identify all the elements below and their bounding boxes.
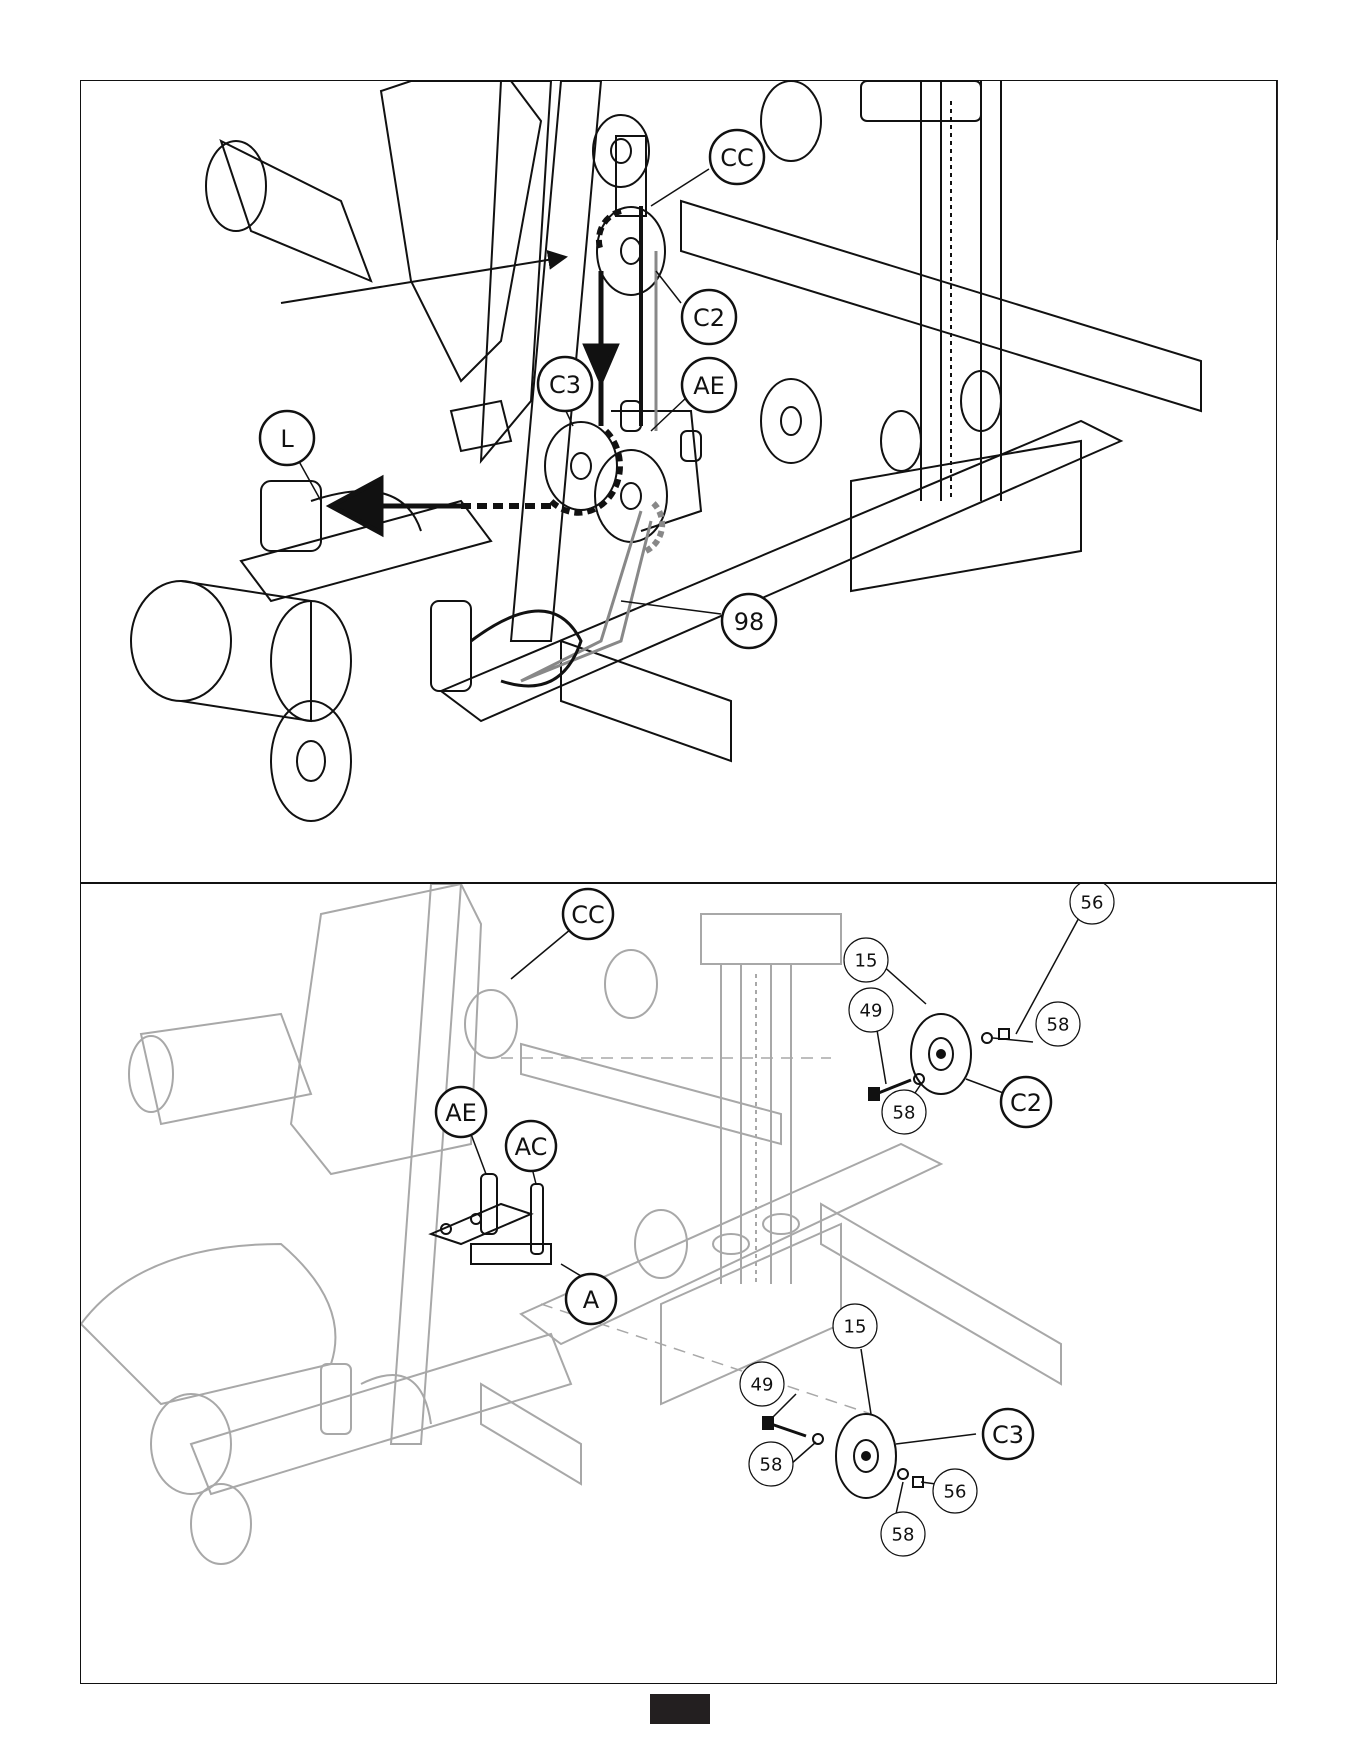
head-pad-outline: [221, 141, 371, 281]
pointer-arrow: [281, 257, 566, 303]
callout-49a-label: 49: [860, 1001, 883, 1022]
leg-roller-left: [131, 581, 231, 701]
ghost-top-pulley: [605, 950, 657, 1018]
ghost-lower-pulley: [191, 1484, 251, 1564]
washer-58b: [982, 1033, 992, 1043]
callout-ae-bottom-label: AE: [445, 1099, 477, 1127]
stack-base: [851, 441, 1081, 591]
upright-post: [481, 81, 551, 461]
base-beam: [441, 421, 1121, 721]
callout-58a-label: 58: [893, 1103, 916, 1124]
top-pulley-stack: [761, 81, 821, 161]
callout-cc-top-label: CC: [720, 144, 754, 172]
callout-58c-label: 58: [760, 1455, 783, 1476]
callout-15a-label: 15: [855, 951, 878, 972]
callout-49b-label: 49: [751, 1375, 774, 1396]
callout-ae-top-label: AE: [693, 372, 725, 400]
ghost-upright: [391, 884, 461, 1444]
callout-15b-label: 15: [844, 1317, 867, 1338]
callout-c2-bottom-label: C2: [1010, 1089, 1042, 1117]
bottom-exploded-panel: CC 56 15 49 58 58 C2 AE AC A 15 49 58 C3…: [80, 883, 1277, 1684]
ghost-head-pad: [141, 1014, 311, 1124]
callout-c2-top-label: C2: [693, 304, 725, 332]
bottom-exploded-drawing: CC 56 15 49 58 58 C2 AE AC A 15 49 58 C3…: [81, 884, 1277, 1684]
callout-ac-bottom-label: AC: [515, 1133, 548, 1161]
strap-loop: [471, 611, 581, 686]
top-assembly-panel: CC C2 C3 AE L 98: [80, 80, 1277, 883]
route-dash-c3: [551, 431, 620, 513]
washer-58d: [898, 1469, 908, 1479]
leg-roller-body: [181, 581, 311, 721]
ghost-rear-foot: [821, 1204, 1061, 1384]
nut-56a: [999, 1029, 1009, 1039]
mid-pulley-stack: [761, 379, 821, 463]
ghost-stack-head: [701, 914, 841, 964]
ghost-base-beam: [191, 1334, 571, 1494]
backrest-outline: [381, 81, 541, 381]
top-assembly-drawing: CC C2 C3 AE L 98: [81, 81, 1277, 883]
bolt-49b: [771, 1424, 806, 1436]
ae-pulley: [595, 450, 667, 542]
ghost-front-foot: [481, 1384, 581, 1484]
callout-l-top-label: L: [280, 425, 294, 453]
callout-56a-label: 56: [1081, 893, 1104, 914]
callout-c3-bottom-label: C3: [992, 1421, 1024, 1449]
cc-pulley: [593, 115, 649, 187]
callout-58b-label: 58: [1047, 1015, 1070, 1036]
callout-cc-bottom-label: CC: [571, 901, 605, 929]
page-number-tab: [650, 1694, 710, 1724]
callout-a-bottom-label: A: [583, 1286, 600, 1314]
ae-pin: [481, 1174, 497, 1234]
callout-58d-label: 58: [892, 1525, 915, 1546]
callout-56b-label: 56: [944, 1482, 967, 1503]
callout-c3-top-label: C3: [549, 371, 581, 399]
ghost-seat: [81, 1244, 335, 1404]
ghost-cc-pulley: [465, 990, 517, 1058]
callout-98-top-label: 98: [734, 608, 765, 636]
